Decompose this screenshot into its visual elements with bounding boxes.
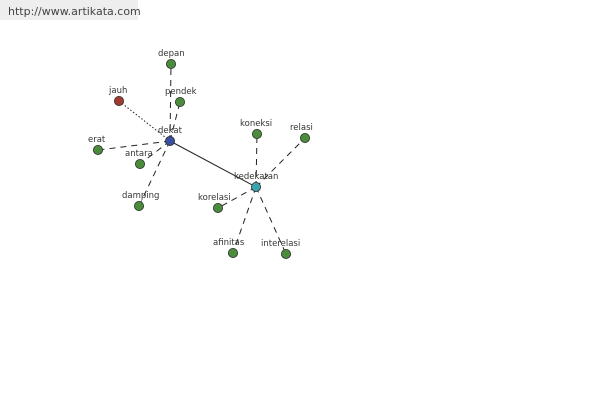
- node-dot-pendek[interactable]: [174, 97, 185, 108]
- node-label-koneksi[interactable]: koneksi: [240, 119, 272, 129]
- node-label-jauh[interactable]: jauh: [108, 86, 127, 96]
- node-dot-erat[interactable]: [93, 144, 104, 155]
- edge-dekat-jauh: [118, 100, 171, 142]
- node-koneksi[interactable]: koneksi: [240, 119, 272, 139]
- node-relasi[interactable]: relasi: [290, 123, 313, 143]
- node-label-antara[interactable]: antara: [125, 149, 153, 159]
- edge-kedekatan-korelasi: [217, 186, 257, 209]
- node-pendek[interactable]: pendek: [165, 87, 197, 108]
- node-dot-koneksi[interactable]: [251, 128, 262, 139]
- node-dot-kedekatan[interactable]: [250, 181, 261, 192]
- node-depan[interactable]: depan: [158, 49, 185, 70]
- edge-dekat-damping: [138, 140, 171, 207]
- edge-kedekatan-relasi: [255, 137, 306, 188]
- url-banner: http://www.artikata.com: [0, 0, 141, 20]
- node-dot-relasi[interactable]: [299, 132, 310, 143]
- node-label-interelasi[interactable]: interelasi: [261, 239, 300, 249]
- node-label-afinitas[interactable]: afinitas: [213, 238, 245, 248]
- node-dot-dekat[interactable]: [164, 135, 175, 146]
- edge-kedekatan-interelasi: [255, 186, 287, 255]
- node-dot-korelasi[interactable]: [212, 202, 223, 213]
- node-label-depan[interactable]: depan: [158, 49, 185, 59]
- node-label-pendek[interactable]: pendek: [165, 87, 197, 97]
- edge-kedekatan-koneksi: [255, 133, 258, 188]
- edge-dekat-erat: [97, 140, 171, 151]
- nodes-layer: dekat kedekatan depan pendek jauh erat antara d…: [88, 49, 313, 259]
- node-label-dekat[interactable]: dekat: [158, 126, 183, 136]
- site-url[interactable]: http://www.artikata.com: [8, 5, 141, 18]
- node-label-erat[interactable]: erat: [88, 135, 106, 145]
- node-jauh[interactable]: jauh: [108, 86, 127, 107]
- node-korelasi[interactable]: korelasi: [198, 193, 231, 213]
- node-erat[interactable]: erat: [88, 135, 106, 155]
- node-damping[interactable]: damping: [122, 191, 159, 211]
- node-dot-afinitas[interactable]: [227, 247, 238, 258]
- edges-layer: [97, 63, 306, 255]
- node-dot-interelasi[interactable]: [280, 248, 291, 259]
- edge-kedekatan-afinitas: [232, 186, 257, 254]
- edge-dekat-kedekatan: [169, 140, 257, 188]
- node-label-kedekatan[interactable]: kedekatan: [234, 172, 278, 182]
- node-antara[interactable]: antara: [125, 149, 153, 169]
- node-dot-jauh[interactable]: [114, 96, 125, 107]
- node-interelasi[interactable]: interelasi: [261, 239, 300, 259]
- node-label-korelasi[interactable]: korelasi: [198, 193, 231, 203]
- node-label-relasi[interactable]: relasi: [290, 123, 313, 133]
- edge-dekat-pendek: [169, 101, 181, 142]
- edge-dekat-depan: [169, 63, 172, 142]
- node-dekat[interactable]: dekat: [158, 126, 183, 146]
- node-dot-depan[interactable]: [165, 59, 176, 70]
- node-dot-antara[interactable]: [134, 158, 145, 169]
- node-kedekatan[interactable]: kedekatan: [234, 172, 278, 192]
- node-afinitas[interactable]: afinitas: [213, 238, 245, 258]
- node-label-damping[interactable]: damping: [122, 191, 159, 201]
- node-dot-damping[interactable]: [133, 200, 144, 211]
